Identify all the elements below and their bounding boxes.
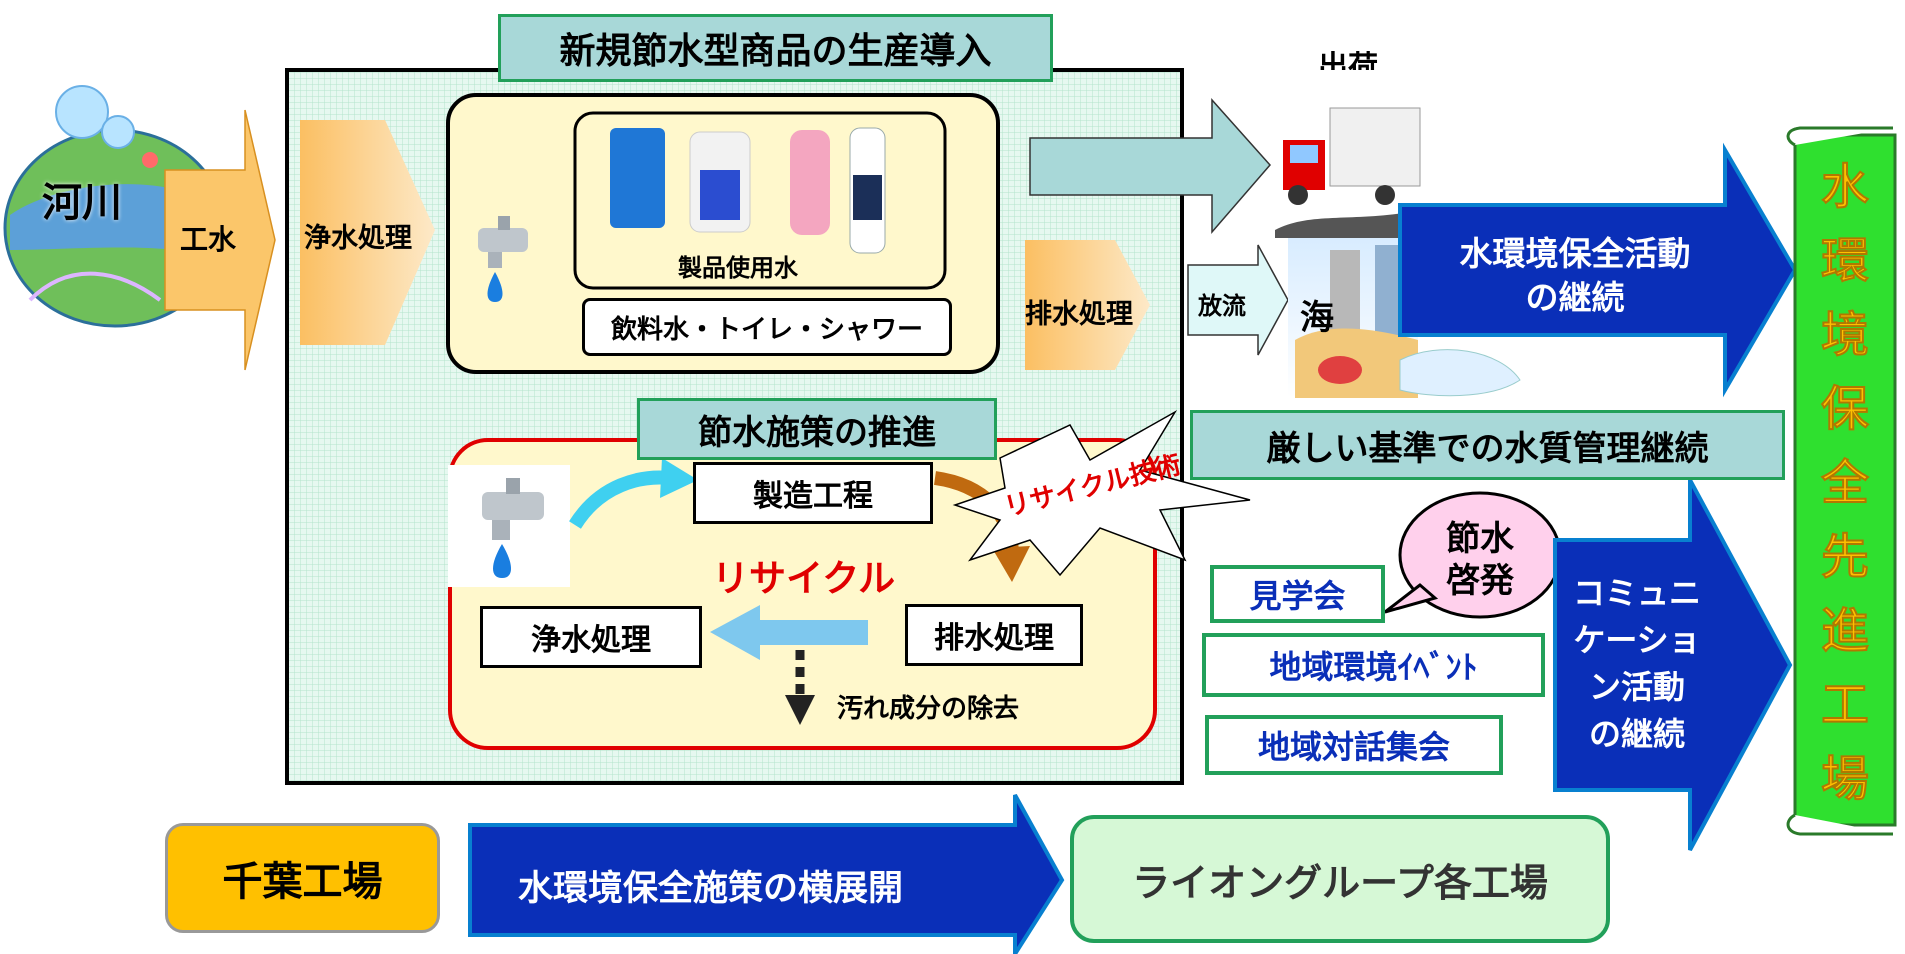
communication-arrow <box>1553 479 1793 851</box>
sea-illustration <box>1288 238 1521 398</box>
recycle-label: リサイクル <box>712 557 896 600</box>
awareness-label: 節水 啓発 <box>1440 518 1520 602</box>
manufacturing-box: 製造工程 <box>693 462 933 524</box>
drinking-water-box: 飲料水・トイレ・シャワー <box>582 298 952 356</box>
discharge-arrow <box>1187 244 1289 356</box>
advanced-factory-banner <box>1786 126 1897 836</box>
pollutant-removal-label: 汚れ成分の除去 <box>837 694 1020 724</box>
shipping-arrow <box>1029 98 1271 235</box>
lion-group-box: ライオングループ各工場 <box>1070 815 1610 943</box>
sea-label: 海 <box>1300 298 1334 338</box>
advanced-factory-char: 全 <box>1820 455 1870 512</box>
to-manufacturing-arrow <box>569 470 671 529</box>
communication-label: コミュニ ケーショ ン活動 の継続 <box>1562 570 1712 758</box>
water-env-activity-line2: の継続 <box>1525 278 1625 317</box>
advanced-factory-label: 水 環 境 保 全 先 進 工 場 <box>1800 150 1890 816</box>
regional-dialogue-box: 地域対話集会 <box>1205 715 1503 775</box>
drainage-treatment-bottom-box: 排水処理 <box>905 604 1083 666</box>
advanced-factory-char: 場 <box>1820 751 1870 808</box>
drainage-treatment-arrow <box>1025 240 1150 370</box>
advanced-factory-char: 工 <box>1820 677 1870 734</box>
recycle-tech-arrowhead <box>992 546 1030 582</box>
truck-icon <box>1275 88 1421 238</box>
water-env-activity-arrow <box>1398 142 1798 398</box>
communication-line2: ケーショ <box>1573 621 1701 659</box>
purification-bottom-box: 浄水処理 <box>480 606 702 668</box>
strict-quality-box: 厳しい基準での水質管理継続 <box>1190 410 1785 480</box>
water-env-activity-line1: 水環境保全活動 <box>1459 234 1691 273</box>
advanced-factory-char: 保 <box>1820 381 1870 438</box>
advanced-factory-char: 環 <box>1820 233 1870 290</box>
recycle-tech-burst <box>952 409 1251 577</box>
advanced-factory-char: 進 <box>1820 603 1870 660</box>
horizontal-deployment-arrow <box>468 794 1065 954</box>
new-products-title: 新規節水型商品の生産導入 <box>498 14 1053 82</box>
advanced-factory-char: 水 <box>1820 159 1870 216</box>
communication-line3: ン活動 <box>1588 668 1685 706</box>
river-label: 河川 <box>42 180 122 226</box>
water-env-activity-label: 水環境保全活動 の継続 <box>1415 232 1735 320</box>
shipping-label: 出荷 <box>1318 50 1378 70</box>
advanced-factory-char: 境 <box>1820 307 1870 364</box>
pollutant-arrowhead <box>785 695 815 725</box>
to-manufacturing-arrowhead <box>660 458 698 498</box>
discharge-label: 放流 <box>1198 292 1246 320</box>
industrial-water-arrow <box>164 109 276 371</box>
advanced-factory-char: 先 <box>1820 529 1870 586</box>
chiba-factory-box: 千葉工場 <box>165 823 440 933</box>
communication-line1: コミュニ <box>1572 574 1701 612</box>
faucet-icon <box>460 210 550 320</box>
product-bottles <box>610 127 886 254</box>
product-water-label: 製品使用水 <box>678 254 798 282</box>
tour-box: 見学会 <box>1210 565 1385 623</box>
faucet-icon-bottom <box>460 470 570 585</box>
awareness-line2: 啓発 <box>1446 561 1514 601</box>
awareness-line1: 節水 <box>1446 519 1514 559</box>
horizontal-deployment-label: 水環境保全施策の横展開 <box>518 869 904 909</box>
purification-top-label: 浄水処理 <box>304 223 412 254</box>
water-saving-title: 節水施策の推進 <box>637 398 997 460</box>
industrial-water-label: 工水 <box>180 223 237 256</box>
recycle-arrow <box>710 605 868 660</box>
purification-arrow <box>300 120 435 345</box>
drainage-treatment-top-label: 排水処理 <box>1025 299 1133 330</box>
regional-event-box: 地域環境ｲﾍﾞﾝﾄ <box>1202 633 1545 697</box>
communication-line4: の継続 <box>1588 715 1685 753</box>
